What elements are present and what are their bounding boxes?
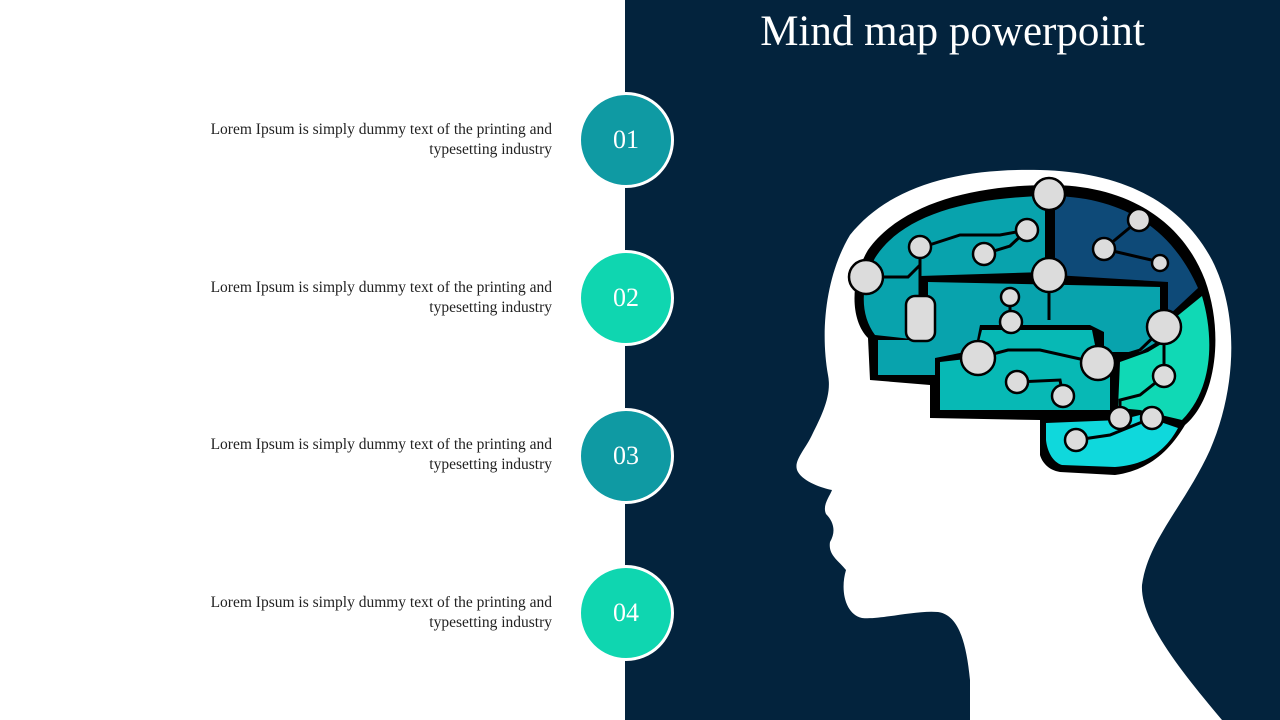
number-badge-2: 02 [578, 250, 674, 346]
number-badge-4: 04 [578, 565, 674, 661]
brain-region-top-right [1055, 196, 1198, 316]
brain-region-mid [878, 282, 1160, 375]
brain-circuit-nodes [847, 176, 1183, 453]
item-text-3: Lorem Ipsum is simply dummy text of the … [210, 436, 552, 473]
number-badge-1: 01 [578, 92, 674, 188]
number-badge-3: 03 [578, 408, 674, 504]
item-text-2: Lorem Ipsum is simply dummy text of the … [210, 279, 552, 316]
item-text-4: Lorem Ipsum is simply dummy text of the … [210, 594, 552, 631]
item-text-1: Lorem Ipsum is simply dummy text of the … [210, 121, 552, 158]
slide-title: Mind map powerpoint [760, 8, 1145, 55]
